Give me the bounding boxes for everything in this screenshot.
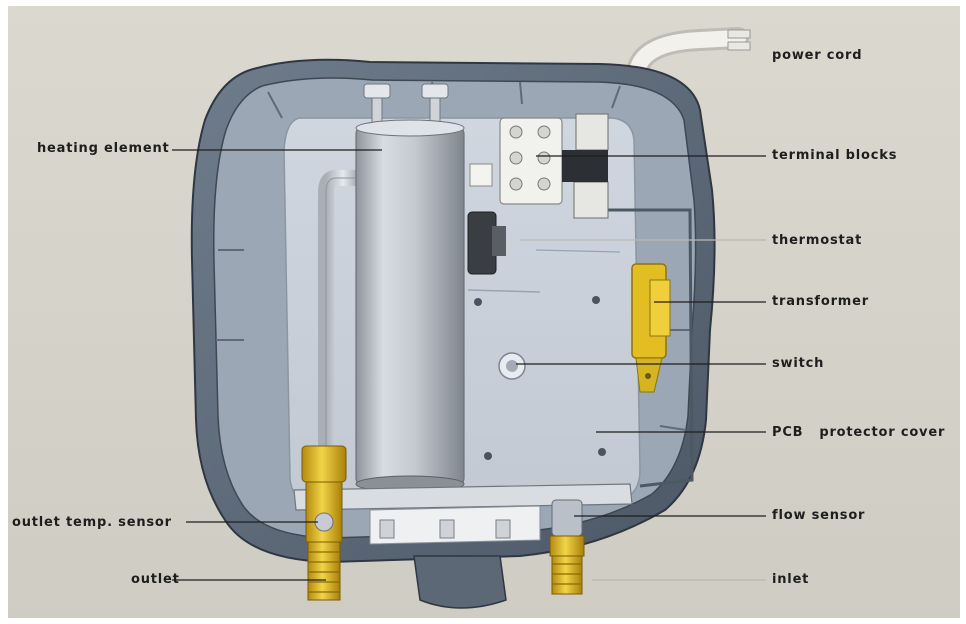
- label-thermostat: thermostat: [772, 233, 863, 248]
- heating-element-shape: [355, 83, 465, 493]
- label-terminal-blocks: terminal blocks: [772, 148, 898, 163]
- label-flow-sensor: flow sensor: [772, 508, 866, 523]
- bracket-shape: [293, 483, 633, 609]
- label-outlet-temp-sensor: outlet temp. sensor: [12, 515, 172, 530]
- label-pcb-protector-cover: PCB protector cover: [772, 425, 946, 440]
- outlet-fitting-shape: [301, 445, 347, 601]
- label-power-cord: power cord: [772, 48, 863, 63]
- terminal-blocks-shape: [469, 113, 609, 219]
- label-inlet: inlet: [772, 572, 810, 587]
- inlet-fitting-shape: [549, 499, 585, 595]
- label-heating-element: heating element: [37, 141, 170, 156]
- switch-shape: [498, 352, 526, 380]
- label-transformer: transformer: [772, 294, 869, 309]
- label-outlet: outlet: [131, 572, 180, 587]
- thermostat-shape: [467, 211, 506, 275]
- leader-lines: [172, 149, 766, 581]
- label-switch: switch: [772, 356, 825, 371]
- transformer-shape: [631, 263, 671, 393]
